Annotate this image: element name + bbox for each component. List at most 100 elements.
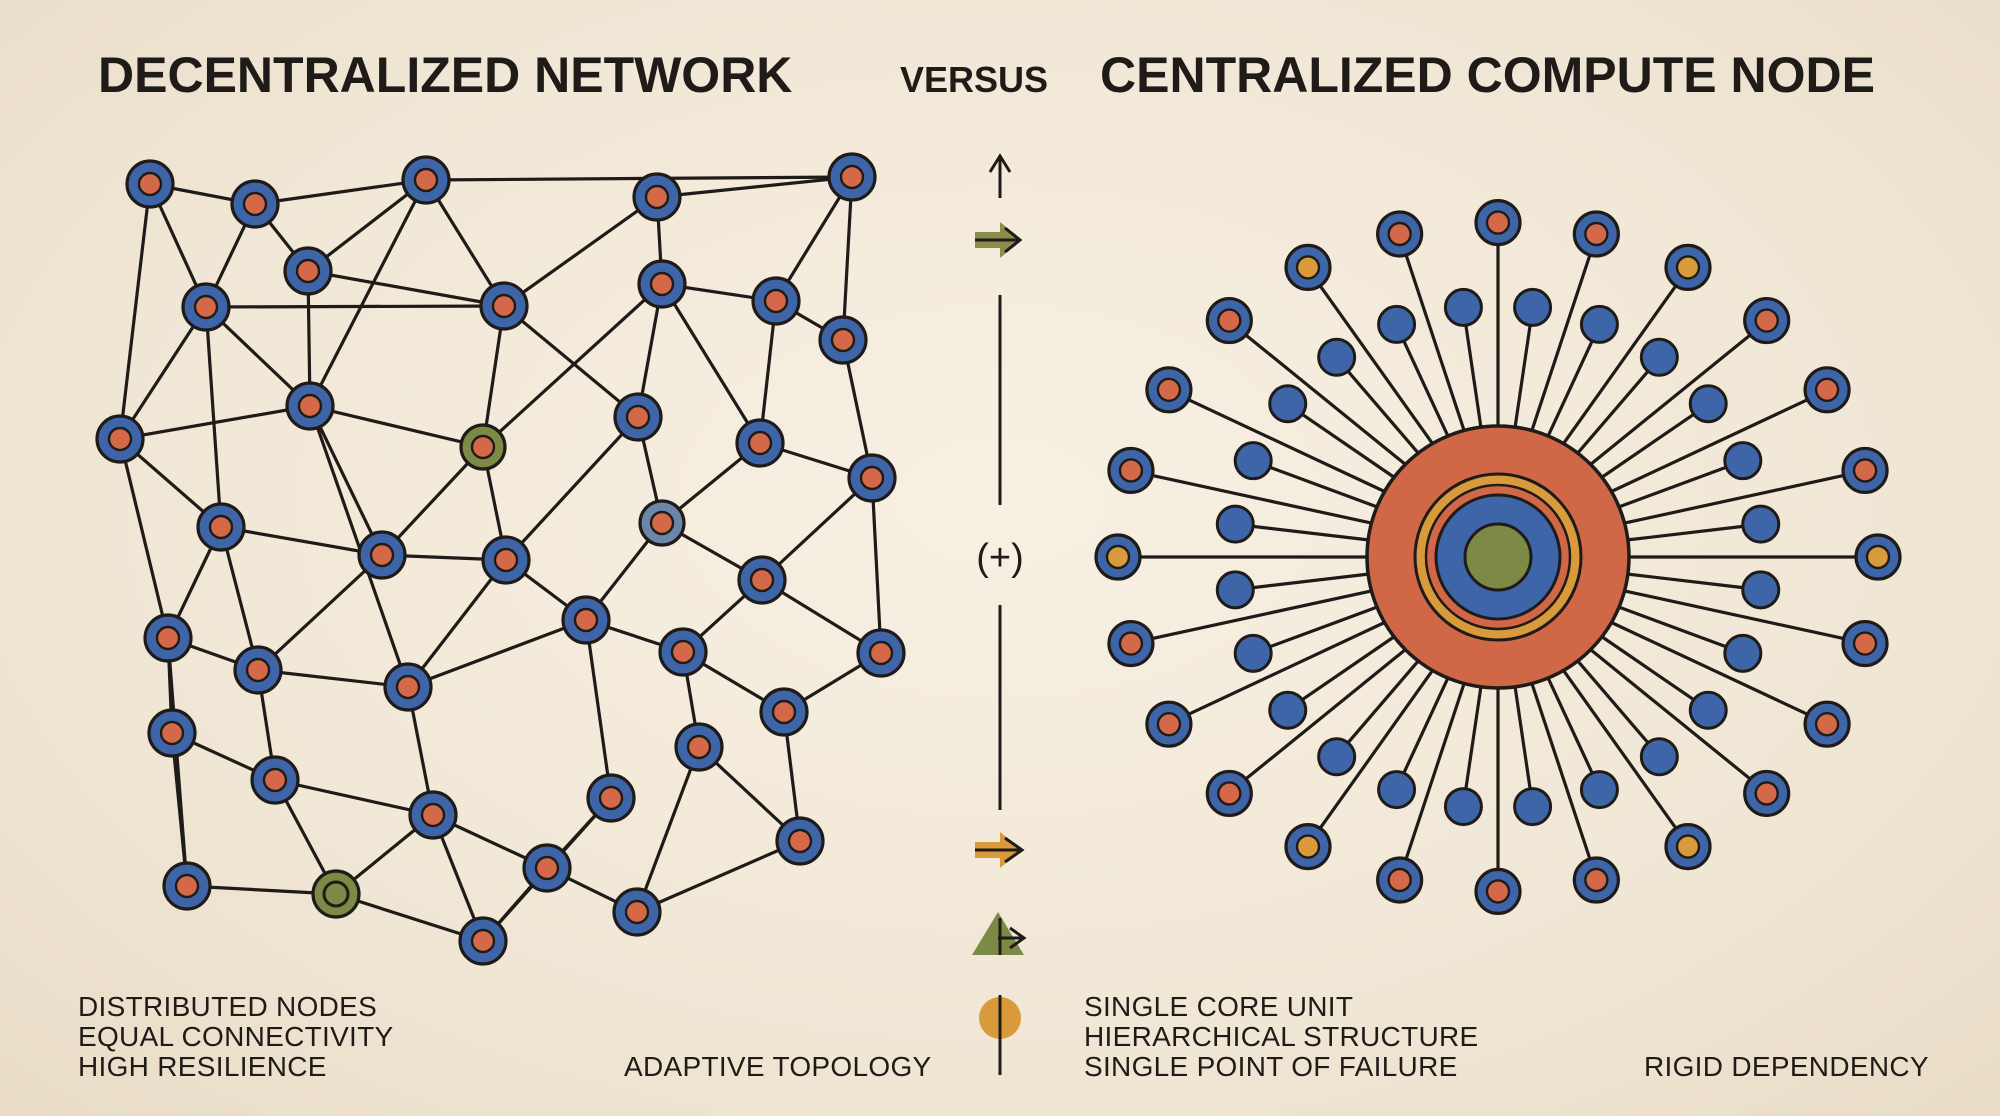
left-tag: ADAPTIVE TOPOLOGY — [624, 1051, 932, 1082]
hub-inner-node — [1639, 737, 1679, 777]
network-edge — [406, 618, 588, 689]
hub-spoke-inner — [1513, 685, 1532, 792]
hub-spoke-inner — [1600, 635, 1696, 702]
hub-inner-node — [1317, 337, 1357, 377]
network-node — [637, 259, 687, 309]
network-edge — [635, 745, 701, 914]
hub-spoke-inner — [1268, 605, 1379, 649]
network-node — [383, 662, 433, 712]
hub-spoke — [1589, 648, 1753, 782]
hub-outer-node-center — [1814, 712, 1840, 737]
hub-spoke-inner — [1464, 685, 1483, 792]
hub-inner-node — [1233, 441, 1273, 481]
network-edge — [118, 305, 208, 441]
network-node-inner — [493, 547, 519, 573]
network-node — [827, 152, 877, 202]
hub-outer-node — [1803, 700, 1851, 748]
right-label-1: SINGLE CORE UNIT — [1084, 991, 1353, 1022]
olive-arrow-icon — [975, 222, 1023, 258]
network-node-inner — [830, 327, 856, 353]
network-node — [401, 155, 451, 205]
network-node-inner — [625, 404, 651, 430]
network-node — [196, 502, 246, 552]
network-node — [522, 843, 572, 893]
hub-spoke — [1530, 251, 1593, 433]
mustard-arrow-icon — [975, 832, 1025, 868]
network-edge — [504, 415, 640, 562]
network-node — [613, 392, 663, 442]
title-versus: VERSUS — [900, 59, 1048, 100]
network-edge — [334, 892, 485, 943]
middle-divider: (+) — [972, 153, 1027, 1075]
network-edge — [204, 304, 506, 309]
network-node — [311, 869, 361, 919]
network-edge — [424, 175, 854, 182]
hub-spoke-inner — [1546, 676, 1595, 776]
network-node-inner — [193, 294, 219, 320]
hub-inner-node — [1723, 633, 1763, 673]
hub-outer-node-center — [1865, 544, 1891, 570]
network-edge — [273, 778, 435, 817]
hub-spoke — [1243, 332, 1407, 466]
network-node — [181, 282, 231, 332]
hub-outer-node — [1841, 446, 1889, 495]
hub-inner-node — [1579, 770, 1619, 810]
network-node-inner — [749, 567, 775, 593]
hub-outer-node — [1664, 822, 1712, 871]
network-node — [250, 755, 300, 805]
network-node — [285, 381, 335, 431]
network-edge — [481, 282, 664, 449]
hub-spoke-inner — [1268, 465, 1379, 509]
hub-inner-node — [1268, 690, 1308, 730]
hub-spoke — [1186, 397, 1387, 494]
hub-outer-node — [1094, 533, 1142, 581]
network-node — [638, 499, 686, 547]
hub-core — [1463, 522, 1533, 592]
hub-inner-node — [1268, 384, 1308, 424]
hub-spoke-inner — [1300, 635, 1396, 702]
hub-spoke — [1530, 681, 1593, 863]
network-node — [95, 414, 145, 464]
network-edge — [306, 269, 506, 308]
network-node-olive-outer — [311, 869, 361, 919]
network-node-inner — [262, 767, 288, 793]
network-node-inner — [598, 785, 624, 811]
hub-outer-node — [1205, 296, 1253, 345]
hub-spoke-inner — [1300, 412, 1396, 479]
hub-outer-node-center — [1675, 834, 1701, 859]
left-label-3: HIGH RESILIENCE — [78, 1051, 327, 1082]
hub-inner-node — [1688, 690, 1728, 730]
network-node-inner — [573, 607, 599, 633]
hub-outer-node — [1145, 366, 1193, 414]
network-edge — [118, 437, 170, 640]
network-node — [481, 535, 531, 585]
hub-outer-node — [1205, 769, 1253, 818]
hub-outer-node-center — [1105, 544, 1131, 570]
network-node-inner — [245, 657, 271, 683]
hub-spoke — [1561, 282, 1679, 446]
network-edge — [166, 636, 189, 888]
hub-spoke-inner — [1576, 659, 1650, 745]
hub-spoke-inner — [1401, 338, 1450, 438]
network-edge — [256, 668, 410, 689]
hub-spoke-inner — [1464, 322, 1483, 429]
network-node — [751, 276, 801, 326]
network-node — [230, 179, 280, 229]
hub-inner-node — [1215, 570, 1255, 610]
hub-outer-node-center — [1675, 255, 1701, 280]
network-node — [283, 246, 333, 296]
hub-spoke — [1609, 620, 1810, 717]
hub-spoke-inner — [1617, 605, 1728, 649]
network-node-inner — [470, 928, 496, 954]
hub-outer-node — [1854, 533, 1902, 581]
network-edge — [204, 305, 223, 529]
title-centralized: CENTRALIZED COMPUTE NODE — [1100, 47, 1875, 103]
arrow-up-icon — [988, 153, 1012, 173]
hub-outer-node-center — [1754, 308, 1779, 333]
hub-outer-node — [1474, 199, 1522, 247]
hub-outer-node-center — [1217, 781, 1242, 806]
network-node-inner — [107, 426, 133, 452]
network-node-inner — [763, 288, 789, 314]
hub-outer-node-center — [1584, 221, 1609, 247]
network-node — [818, 315, 868, 365]
